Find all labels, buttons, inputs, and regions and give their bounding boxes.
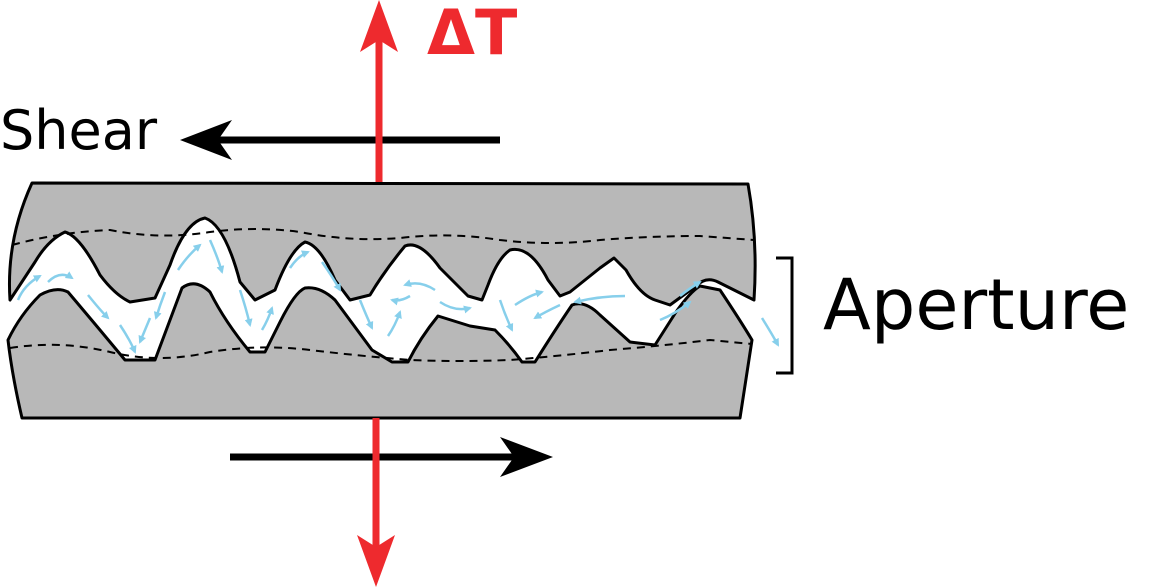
shear-label: Shear [0,99,158,162]
lower-rock-block [6,282,754,420]
heat-arrow-up [360,0,398,182]
upper-rock-block [8,181,757,307]
delta-t-label: ΔT [427,0,518,69]
upper-dashed-profile [11,228,755,246]
aperture-label: Aperture [823,264,1130,346]
lower-dashed-profile [9,338,753,362]
shear-arrow-bottom [230,437,553,477]
heat-arrow-down [357,418,395,587]
fluid-flow-arrows [16,239,780,354]
shear-arrow-top [180,120,500,160]
aperture-bracket [776,256,794,375]
